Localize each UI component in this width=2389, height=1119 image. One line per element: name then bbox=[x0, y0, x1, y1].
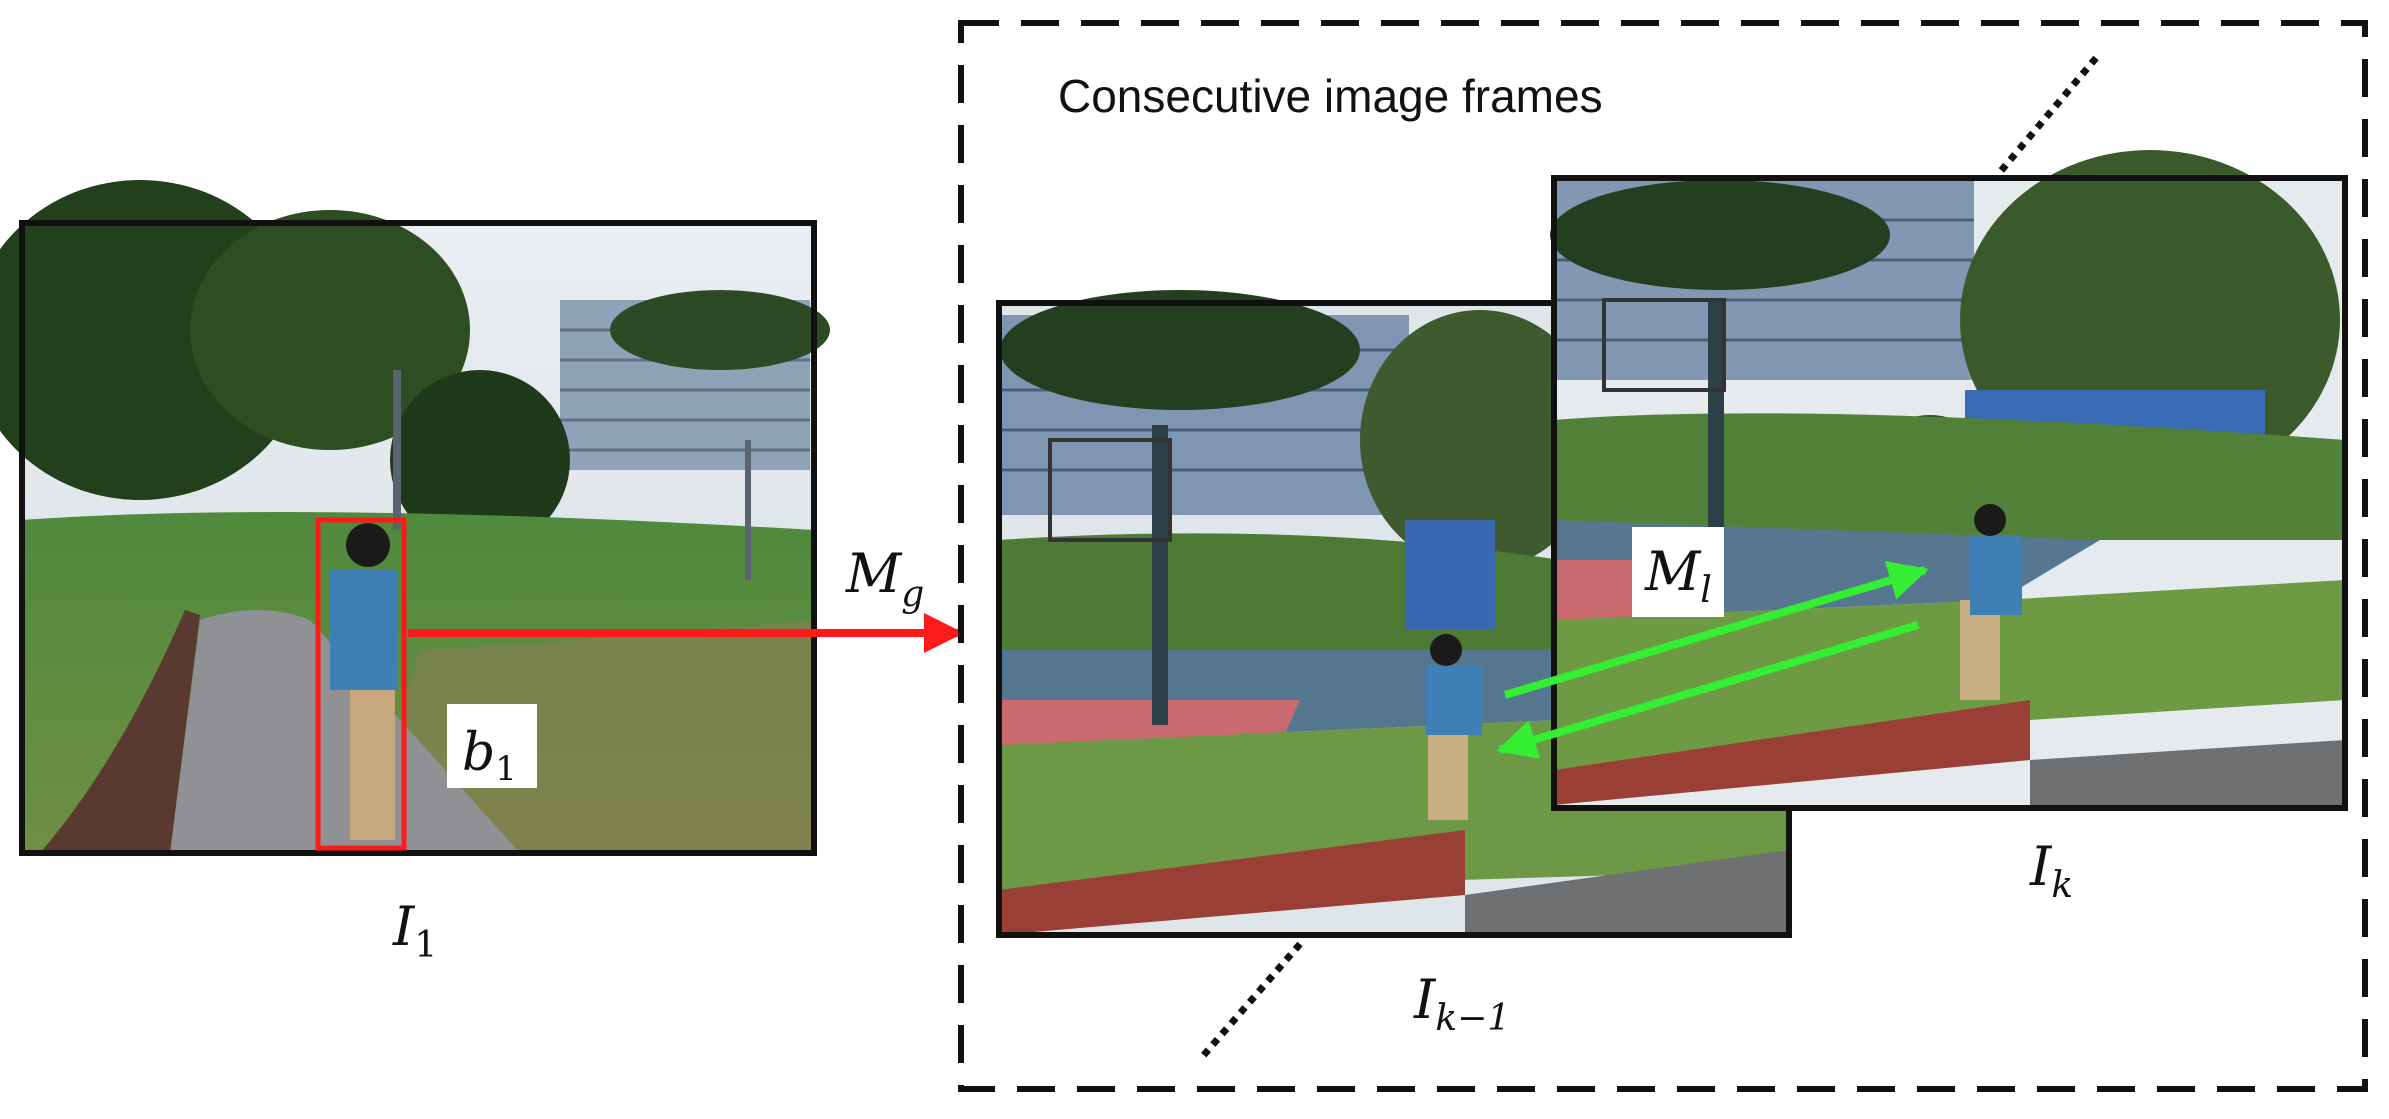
local-match-symbol: M bbox=[1644, 540, 1702, 603]
bbox-label-symbol: b bbox=[462, 723, 495, 783]
consecutive-frames-group bbox=[958, 20, 2368, 1092]
current-frame-label: Ik bbox=[2029, 835, 2073, 906]
previous-frame-label: Ik−1 bbox=[1413, 968, 1510, 1039]
global-match-label: Mg bbox=[845, 542, 924, 615]
global-match-subscript: g bbox=[901, 574, 924, 615]
current-frame-subscript: k bbox=[2051, 865, 2073, 906]
bbox-label: b1 bbox=[447, 704, 537, 789]
frame-border-current bbox=[1551, 175, 2348, 811]
first-frame-subscript: 1 bbox=[414, 925, 437, 966]
bbox-label-subscript: 1 bbox=[495, 749, 517, 789]
first-frame-symbol: I bbox=[392, 895, 416, 958]
previous-frame-subscript: k−1 bbox=[1435, 998, 1510, 1039]
current-frame bbox=[1550, 150, 2348, 811]
continuation-dots-top bbox=[1997, 55, 2099, 175]
frame-border-first bbox=[19, 220, 817, 856]
first-frame-label: I1 bbox=[392, 895, 437, 966]
previous-frame-symbol: I bbox=[1413, 968, 1437, 1031]
local-match-arrow-forward bbox=[1503, 561, 1929, 699]
local-match-subscript: l bbox=[1700, 570, 1712, 611]
current-frame-symbol: I bbox=[2029, 835, 2053, 898]
global-match-symbol: M bbox=[845, 542, 903, 605]
local-match-arrow-backward bbox=[1496, 621, 1920, 759]
first-frame bbox=[0, 180, 830, 856]
bounding-box-b1 bbox=[315, 517, 407, 851]
local-match-label: Ml bbox=[1632, 527, 1724, 617]
continuation-dots-bottom bbox=[1200, 941, 1303, 1059]
group-label: Consecutive image frames bbox=[1058, 70, 1603, 122]
pedestrian-figure-previous bbox=[1426, 634, 1482, 820]
pedestrian-figure-current bbox=[1960, 504, 2022, 700]
svg-text:b1: b1 bbox=[462, 723, 517, 789]
pedestrian-figure bbox=[330, 523, 398, 840]
svg-text:Ml: Ml bbox=[1644, 540, 1712, 611]
